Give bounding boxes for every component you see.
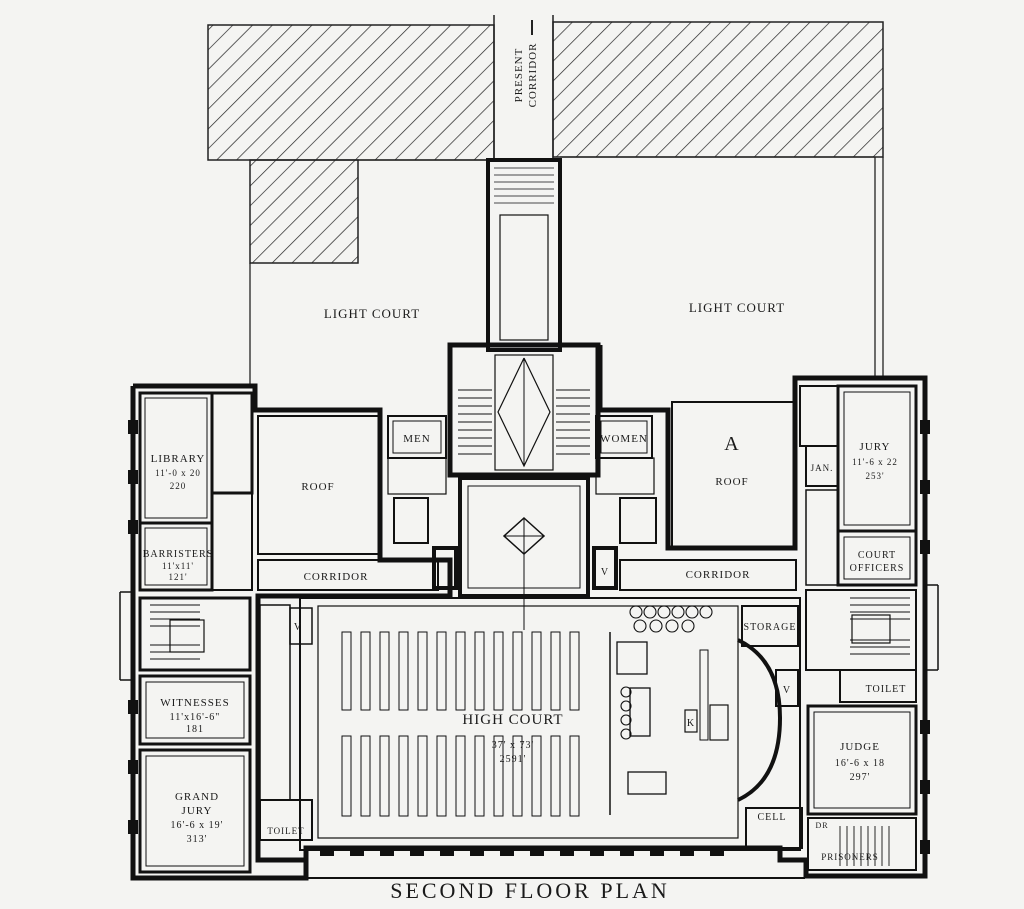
jury-dim-label: 11'-6 x 22 [852, 457, 898, 467]
roof-left [257, 415, 458, 591]
light-court-outlines [249, 156, 884, 388]
corridor-existing-label: CORRIDOR [527, 43, 539, 108]
toilet-right-label: TOILET [866, 684, 907, 695]
jury-label-left: JURY [182, 805, 213, 817]
men-label: MEN [403, 433, 430, 445]
grand-label: GRAND [175, 791, 219, 803]
high-court-dim-label: 37' x 73' [492, 740, 535, 751]
window-dots [128, 420, 930, 856]
library-dim-label: 11'-0 x 20 [155, 468, 201, 478]
corridor-left-label: CORRIDOR [304, 571, 369, 583]
left-wing-rooms [138, 391, 313, 874]
witnesses-dim-label: 11'x16'-6" [170, 712, 221, 723]
library-label: LIBRARY [151, 453, 206, 465]
plan-title: SECOND FLOOR PLAN [390, 878, 670, 903]
storage-label: STORAGE [744, 622, 797, 633]
roof-mark-label: A [724, 433, 739, 455]
k-label: K [687, 718, 695, 729]
grand-jury-dim-label: 16'-6 x 19' [171, 820, 224, 831]
toilet-left-label: TOILET [267, 826, 304, 836]
high-court [289, 597, 803, 851]
grand-jury-area-label: 313' [187, 834, 208, 845]
vent-label-court: V [783, 685, 791, 696]
roof-left-label: ROOF [301, 481, 334, 493]
present-label: PRESENT [513, 48, 525, 103]
judge-area-label: 297' [850, 772, 871, 783]
light-court-right-label: LIGHT COURT [689, 300, 785, 315]
vent-label-right: V [601, 567, 609, 578]
judge-label: JUDGE [840, 741, 880, 753]
barristers-dim-label: 11'x11' [162, 561, 194, 571]
jury-area-label: 253' [865, 471, 884, 481]
library-area-label: 220 [170, 481, 187, 491]
present-corridor [493, 15, 554, 160]
central-stair [447, 158, 601, 630]
vent-label-left: V [294, 622, 302, 633]
existing-building-hatch [207, 21, 884, 264]
high-court-label: HIGH COURT [462, 712, 563, 728]
janitor-label: JAN. [811, 463, 834, 473]
roof-right [592, 401, 797, 591]
barristers-label: BARRISTERS [143, 549, 214, 560]
roof-right-label: ROOF [715, 476, 748, 488]
witnesses-area-label: 181 [186, 724, 204, 735]
officers-label: OFFICERS [850, 563, 905, 574]
court-label: COURT [858, 550, 896, 561]
jury-label-right: JURY [860, 441, 891, 453]
barristers-area-label: 121' [168, 572, 187, 582]
high-court-area-label: 2591' [500, 754, 527, 765]
outer-walls [119, 345, 939, 881]
prisoners-label: PRISONERS [821, 852, 879, 862]
judge-dim-label: 16'-6 x 18 [835, 758, 885, 769]
women-label: WOMEN [600, 433, 648, 445]
light-court-left-label: LIGHT COURT [324, 306, 420, 321]
dr-label: DR [815, 821, 828, 830]
witnesses-label: WITNESSES [160, 697, 230, 709]
corridor-right-label: CORRIDOR [686, 569, 751, 581]
right-wing-rooms [799, 384, 918, 871]
cell-label: CELL [758, 812, 787, 823]
